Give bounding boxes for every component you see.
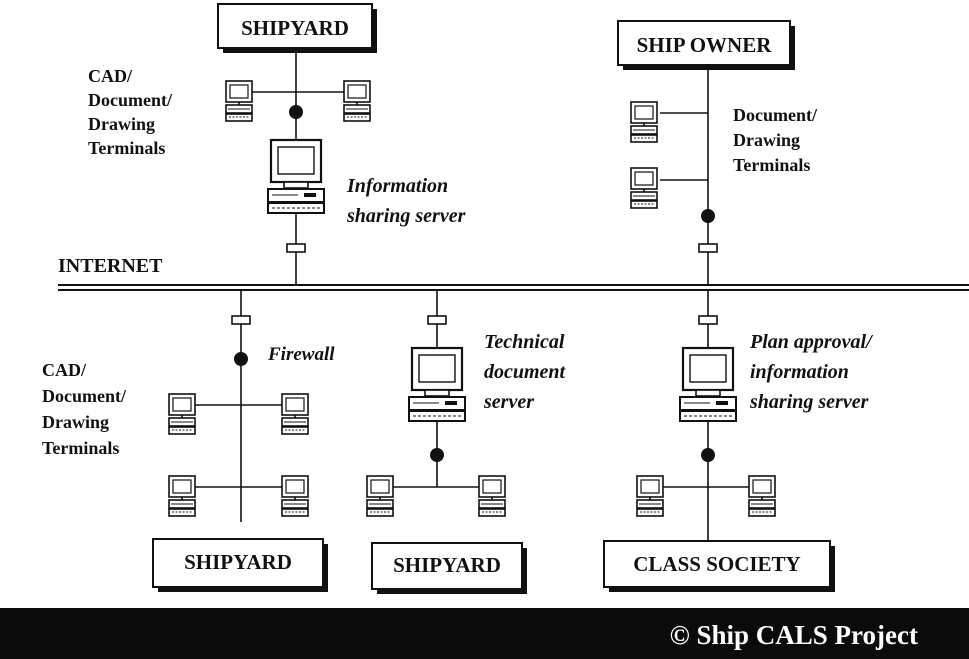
hub-dot xyxy=(701,209,715,223)
owner-terminals-label: Document/ Drawing Terminals xyxy=(733,105,822,175)
cad-terminals-top-label: CAD/ Document/ Drawing Terminals xyxy=(88,66,177,158)
cad-terminals-bottom-label: CAD/ Document/ Drawing Terminals xyxy=(42,360,131,458)
terminal-icon xyxy=(630,101,658,143)
hub-dot xyxy=(289,105,303,119)
internet-backbone xyxy=(58,284,969,291)
footer-bar: © Ship CALS Project xyxy=(0,608,969,659)
terminal-icon xyxy=(366,475,394,517)
terminal-icon xyxy=(281,393,309,435)
bottom-middle-shipyard-network xyxy=(366,290,506,517)
shipyard-bottom-left-label: SHIPYARD xyxy=(184,550,292,574)
connector-icon xyxy=(698,243,718,253)
ship-owner-box: SHIP OWNER xyxy=(617,20,795,70)
top-shipyard-network xyxy=(225,48,371,285)
hub-dot xyxy=(701,448,715,462)
server-icon xyxy=(407,346,467,423)
information-server-label: Information sharing server xyxy=(346,175,466,227)
shipyard-top-box: SHIPYARD xyxy=(217,3,377,53)
terminal-icon xyxy=(478,475,506,517)
class-society-box: CLASS SOCIETY xyxy=(603,540,835,592)
connector-icon xyxy=(231,315,251,325)
terminal-icon xyxy=(748,475,776,517)
copyright-text: © Ship CALS Project xyxy=(670,620,918,650)
terminal-icon xyxy=(168,393,196,435)
internet-label: INTERNET xyxy=(58,255,163,277)
class-society-network xyxy=(636,290,776,540)
shipyard-top-label: SHIPYARD xyxy=(241,16,349,40)
server-icon xyxy=(678,346,738,423)
firewall-label: Firewall xyxy=(267,344,335,365)
terminal-icon xyxy=(630,167,658,209)
terminal-icon xyxy=(636,475,664,517)
shipyard-bottom-middle-box: SHIPYARD xyxy=(371,542,527,594)
ship-owner-label: SHIP OWNER xyxy=(637,33,773,57)
bottom-left-shipyard-network xyxy=(168,290,309,522)
hub-dot xyxy=(430,448,444,462)
connector-icon xyxy=(427,315,447,325)
server-icon xyxy=(266,138,326,215)
plan-approval-server-label: Plan approval/ information sharing serve… xyxy=(749,331,877,413)
terminal-icon xyxy=(168,475,196,517)
connector-icon xyxy=(698,315,718,325)
class-society-label: CLASS SOCIETY xyxy=(633,552,800,576)
terminal-icon xyxy=(281,475,309,517)
technical-server-label: Technical document server xyxy=(483,331,570,413)
firewall-dot xyxy=(234,352,248,366)
shipyard-bottom-left-box: SHIPYARD xyxy=(152,538,328,592)
ship-owner-network xyxy=(630,66,718,285)
shipyard-bottom-middle-label: SHIPYARD xyxy=(393,553,501,577)
terminal-icon xyxy=(343,80,371,122)
terminal-icon xyxy=(225,80,253,122)
connector-icon xyxy=(286,243,306,253)
